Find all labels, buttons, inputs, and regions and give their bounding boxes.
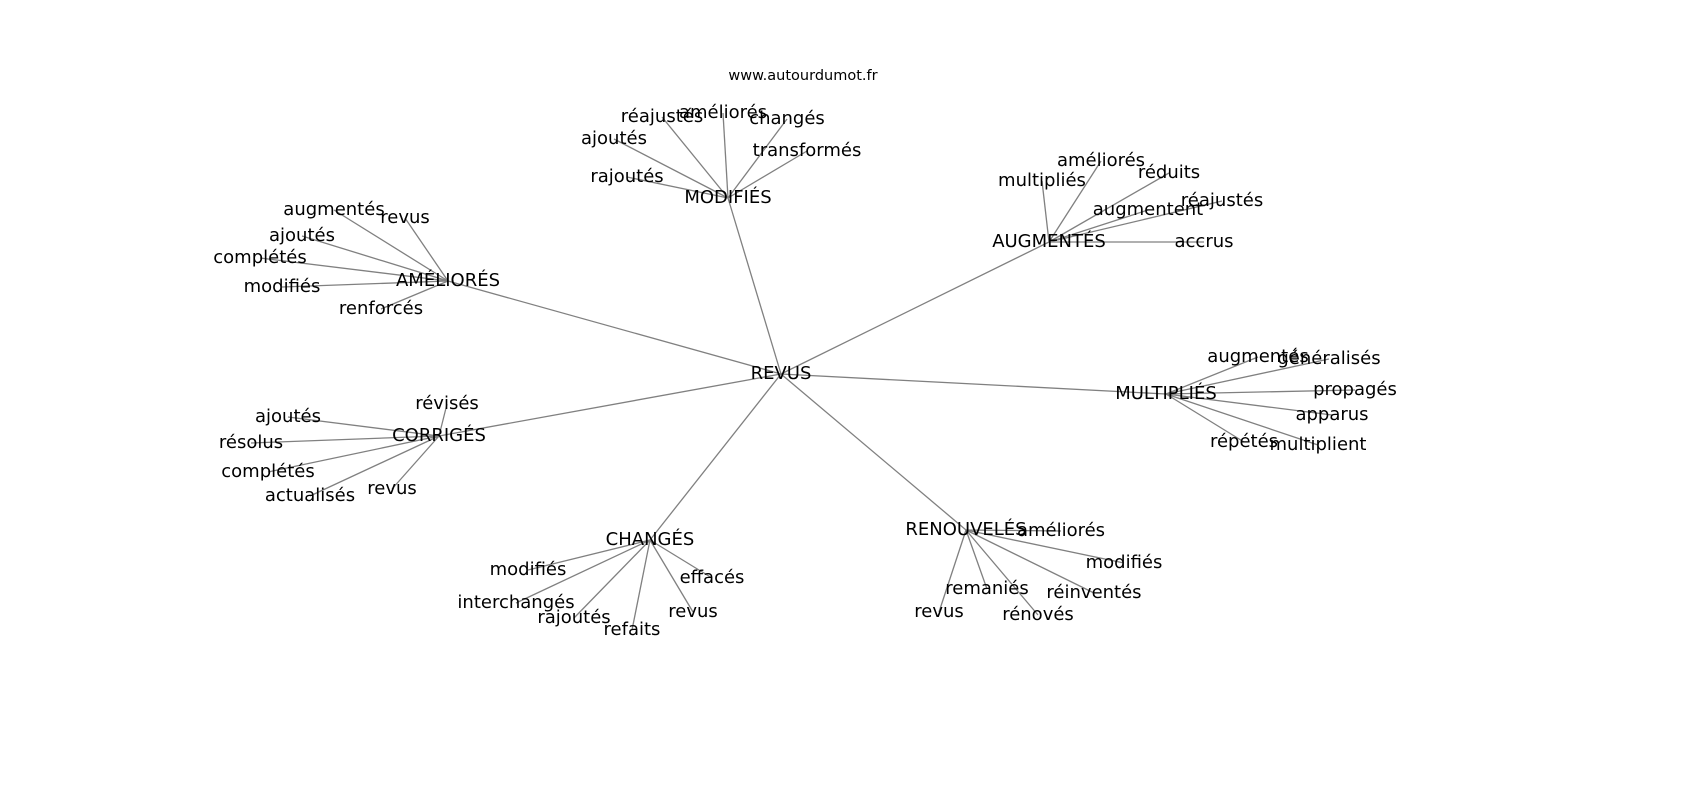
leaf-node[interactable]: ajoutés bbox=[581, 128, 647, 149]
leaf-node[interactable]: améliorés bbox=[678, 102, 768, 123]
leaf-node[interactable]: modifiés bbox=[1085, 552, 1163, 573]
leaf-node[interactable]: apparus bbox=[1295, 404, 1369, 425]
leaf-node[interactable]: complétés bbox=[221, 461, 315, 482]
hub-node[interactable]: RENOUVELÉS bbox=[905, 519, 1027, 540]
leaf-node[interactable]: complétés bbox=[213, 247, 307, 268]
graph-edge bbox=[1165, 393, 1245, 443]
leaf-node[interactable]: remaniés bbox=[945, 578, 1029, 599]
leaf-node[interactable]: réduits bbox=[1137, 162, 1201, 183]
graph-edge bbox=[631, 539, 651, 631]
graph-edge bbox=[1165, 389, 1356, 395]
graph-edge bbox=[965, 529, 1125, 564]
leaf-node[interactable]: révisés bbox=[415, 393, 479, 414]
graph-edge bbox=[938, 529, 967, 613]
hub-node[interactable]: MODIFIÉS bbox=[684, 187, 772, 208]
leaf-node[interactable]: refaits bbox=[603, 619, 661, 640]
graph-edge bbox=[404, 217, 449, 282]
graph-edge bbox=[780, 373, 1167, 395]
graph-edge bbox=[287, 416, 440, 437]
graph-edge bbox=[780, 241, 1050, 375]
leaf-node[interactable]: ajoutés bbox=[269, 225, 335, 246]
graph-edge bbox=[1048, 160, 1102, 243]
graph-edge bbox=[1048, 172, 1170, 243]
graph-edge bbox=[661, 116, 729, 199]
graph-edge bbox=[780, 373, 967, 531]
leaf-node[interactable]: répétés bbox=[1209, 431, 1279, 452]
graph-edge bbox=[391, 435, 440, 490]
leaf-node[interactable]: rajoutés bbox=[537, 607, 611, 628]
graph-edge bbox=[1165, 356, 1259, 395]
graph-edge bbox=[333, 209, 449, 282]
leaf-node[interactable]: améliorés bbox=[1056, 150, 1146, 171]
leaf-node[interactable]: accrus bbox=[1174, 231, 1234, 252]
graph-edge bbox=[727, 150, 808, 199]
graph-edge bbox=[301, 235, 449, 282]
graph-edge bbox=[1041, 180, 1050, 243]
leaf-node[interactable]: propagés bbox=[1313, 379, 1397, 400]
graph-edge bbox=[727, 118, 788, 199]
leaf-node[interactable]: revus bbox=[367, 478, 417, 499]
leaf-node[interactable]: ajoutés bbox=[255, 406, 321, 427]
leaf-node[interactable]: effacés bbox=[679, 567, 745, 588]
graph-edge bbox=[965, 529, 988, 590]
leaf-node[interactable]: augmentés bbox=[1207, 346, 1309, 367]
hub-node[interactable]: AUGMENTÉS bbox=[992, 231, 1106, 252]
leaf-node[interactable]: renforcés bbox=[338, 298, 424, 319]
leaf-node[interactable]: rénovés bbox=[1002, 604, 1074, 625]
leaf-node[interactable]: généralisés bbox=[1277, 348, 1381, 369]
graph-edge bbox=[965, 529, 1095, 594]
graph-edge bbox=[259, 257, 449, 282]
leaf-node[interactable]: résolus bbox=[218, 432, 284, 453]
leaf-node[interactable]: réinventés bbox=[1046, 582, 1142, 603]
graph-edge bbox=[250, 435, 440, 444]
leaf-node[interactable]: améliorés bbox=[1016, 520, 1106, 541]
graph-edge bbox=[438, 403, 448, 437]
leaf-node[interactable]: réajustés bbox=[1180, 190, 1264, 211]
graph-edge bbox=[649, 539, 713, 579]
leaf-node[interactable]: rajoutés bbox=[590, 166, 664, 187]
leaf-node[interactable]: revus bbox=[914, 601, 964, 622]
hub-node[interactable]: AMÉLIORÉS bbox=[395, 270, 501, 291]
graph-edge bbox=[626, 176, 729, 199]
leaf-node[interactable]: changés bbox=[749, 108, 825, 129]
graph-edge bbox=[1048, 209, 1149, 243]
leaf-node[interactable]: modifiés bbox=[489, 559, 567, 580]
graph-edge bbox=[649, 373, 782, 541]
graph-edge bbox=[1048, 200, 1223, 243]
graph-edge bbox=[309, 435, 440, 497]
graph-edge bbox=[515, 539, 651, 604]
graph-edge bbox=[1165, 358, 1330, 395]
graph-edge bbox=[447, 280, 782, 375]
graph-edge bbox=[1165, 393, 1333, 416]
graph-edge bbox=[649, 539, 694, 613]
graph-edge bbox=[965, 529, 1039, 616]
leaf-node[interactable]: revus bbox=[380, 207, 430, 228]
leaf-node[interactable]: augmentés bbox=[283, 199, 385, 220]
leaf-node[interactable]: transformés bbox=[752, 140, 862, 161]
graph-edge bbox=[727, 197, 782, 375]
graph-edge bbox=[267, 435, 440, 473]
hub-node[interactable]: CORRIGÉS bbox=[392, 425, 486, 446]
hub-node[interactable]: MULTIPLIÉS bbox=[1115, 383, 1217, 404]
graph-edge bbox=[1165, 393, 1319, 446]
graph-edge bbox=[527, 539, 651, 571]
leaf-node[interactable]: augmentent bbox=[1092, 199, 1204, 220]
leaf-node[interactable]: revus bbox=[668, 601, 718, 622]
leaf-node[interactable]: multipliés bbox=[998, 170, 1086, 191]
graph-edge bbox=[965, 529, 1062, 532]
leaf-node[interactable]: modifiés bbox=[243, 276, 321, 297]
graph-edge bbox=[722, 112, 729, 199]
graph-edge bbox=[281, 280, 449, 288]
leaf-node[interactable]: réajustés bbox=[620, 106, 704, 127]
graph-edge bbox=[573, 539, 651, 619]
center-node[interactable]: REVUS bbox=[750, 363, 812, 384]
site-url: www.autourdumot.fr bbox=[728, 68, 878, 84]
graph-edge bbox=[438, 373, 782, 437]
leaf-node[interactable]: actualisés bbox=[264, 485, 356, 506]
leaf-node[interactable]: interchangés bbox=[457, 592, 575, 613]
hub-node[interactable]: CHANGÉS bbox=[605, 529, 695, 550]
graph-edge bbox=[380, 280, 449, 310]
leaf-node[interactable]: multiplient bbox=[1269, 434, 1367, 455]
graph-edge bbox=[613, 138, 729, 199]
